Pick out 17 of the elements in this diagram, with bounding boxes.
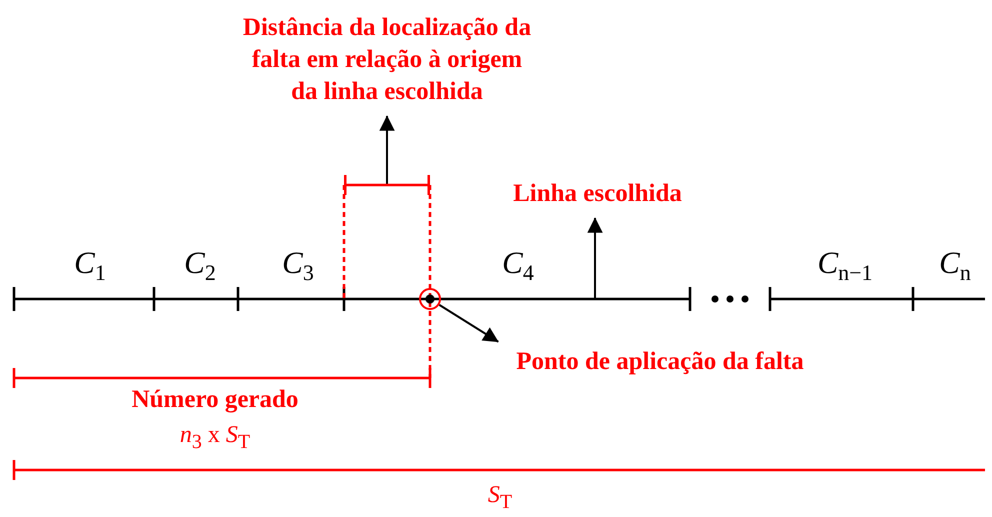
segment-label: C$_{1}$ [73,245,107,286]
arrow [587,217,603,299]
annotation-text: Distância da localização da falta em relação à origem da linha escolhida [237,12,537,108]
dimension-label: Número gerado [130,385,300,415]
bracket [344,175,430,195]
segment-label: C$_{n}$ [938,245,972,286]
segment-label: C$_{3}$ [281,245,315,286]
segment-label: C$_{n−1}$ [816,245,874,286]
arrow [379,115,395,185]
segment-label: C$_{4}$ [501,245,535,286]
segment-label: C$_{2}$ [183,245,217,286]
dimension-label: n$_{3}$ x S$_{T}$ [178,422,252,454]
fault-point-marker [419,288,441,310]
annotation-text: Linha escolhida [490,178,705,210]
arrow [438,304,499,343]
annotation-text: Ponto de aplicação da falta [505,346,815,378]
dimension-label: S$_{T}$ [486,482,514,514]
